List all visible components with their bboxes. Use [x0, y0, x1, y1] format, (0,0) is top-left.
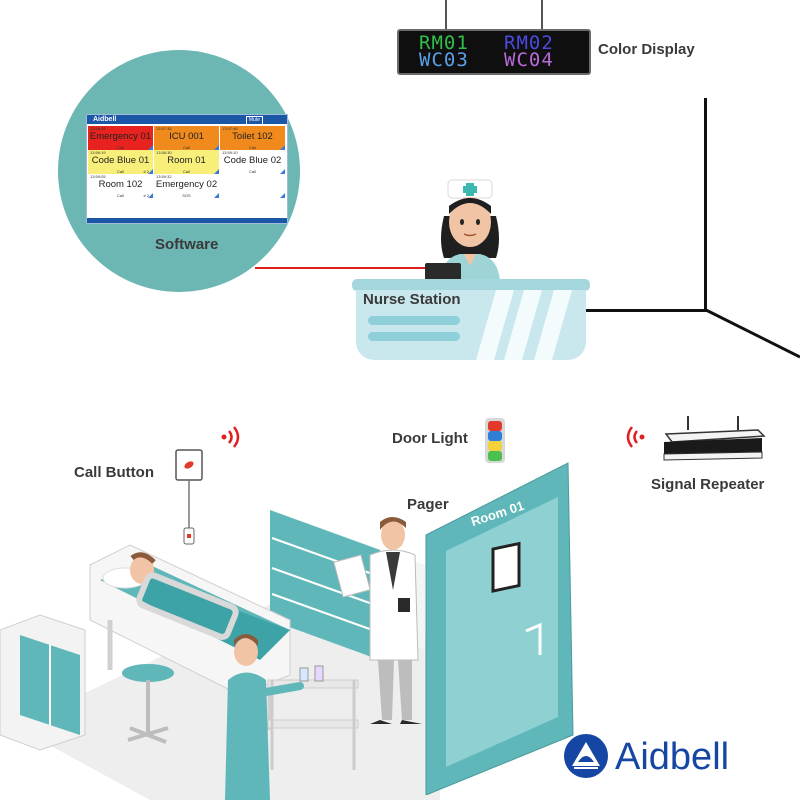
- desk-bar-2: [368, 332, 460, 341]
- pager-label: Pager: [407, 496, 449, 513]
- cell-time: 13:57:35: [156, 126, 172, 131]
- wall-vertical-line: [704, 98, 707, 312]
- cell-title: Emergency 01: [89, 131, 152, 142]
- cell-title: ICU 001: [169, 131, 204, 142]
- patient-room-illustration: [0, 510, 440, 800]
- cell-time: 13:57:46: [222, 126, 238, 131]
- led-wc03: WC03: [419, 49, 469, 71]
- cell-title: Code Blue 02: [223, 155, 282, 166]
- software-footer: [87, 218, 287, 223]
- color-display-label: Color Display: [598, 41, 695, 58]
- cell-time: 13:58:19: [90, 150, 106, 155]
- desk-bar-1: [368, 316, 460, 325]
- door-light-label: Door Light: [392, 430, 468, 447]
- nurse-station-label: Nurse Station: [363, 291, 461, 308]
- nurse-station-top: [352, 279, 590, 291]
- room-door[interactable]: [418, 455, 578, 795]
- wall-horizontal-line: [585, 309, 707, 312]
- cell-corner-icon: [148, 169, 153, 174]
- repeater-wifi-icon: [626, 426, 645, 448]
- cell-time: 13:58:08: [90, 126, 106, 131]
- cell-corner-icon: [214, 145, 219, 150]
- nurse-station-desk: [356, 290, 586, 360]
- cell-time: 13:59:32: [156, 174, 172, 179]
- signal-repeater-device: [663, 416, 766, 461]
- aidbell-logo-icon: [564, 734, 608, 778]
- cell-title: Toilet 102: [232, 131, 273, 142]
- cell-corner-icon: [214, 193, 219, 198]
- software-brand: Aidbell: [93, 116, 117, 123]
- call-button-device[interactable]: [172, 448, 206, 552]
- cell-corner-icon: [214, 169, 219, 174]
- cell-call-type: Call: [183, 145, 190, 150]
- led-color-display: RM01 RM02 WC03 WC04: [397, 29, 591, 75]
- software-cable: [255, 267, 430, 269]
- signal-repeater-label: Signal Repeater: [651, 476, 765, 493]
- cell-call-type: SOS: [182, 193, 191, 198]
- cell-title: Emergency 02: [155, 179, 218, 190]
- cell-time: 13:58:30: [156, 150, 172, 155]
- door-light-red: [488, 421, 502, 431]
- software-call-cell[interactable]: [220, 174, 285, 198]
- door-light-blue: [488, 431, 502, 441]
- aidbell-logo-text: Aidbell: [615, 736, 730, 778]
- cell-call-type: Call: [249, 169, 256, 174]
- call-button-label: Call Button: [74, 464, 154, 481]
- led-wc04: WC04: [504, 49, 554, 71]
- led-rm02: RM02: [504, 32, 554, 54]
- display-hanger-right: [541, 0, 543, 30]
- door-light-green: [488, 451, 502, 461]
- doctor-figure: [333, 517, 422, 724]
- cell-call-type: Call: [117, 145, 124, 150]
- software-header: Aidbell Mute: [87, 115, 287, 125]
- desk-stripes: [476, 290, 572, 360]
- cell-call-type: Call: [183, 169, 190, 174]
- led-rm01: RM01: [419, 32, 469, 54]
- cell-title: Room 01: [167, 155, 206, 166]
- cell-number: # 2: [143, 193, 149, 198]
- cell-number: # 2: [143, 169, 149, 174]
- cell-corner-icon: [280, 193, 285, 198]
- cell-corner-icon: [148, 193, 153, 198]
- cell-corner-icon: [280, 145, 285, 150]
- cell-corner-icon: [148, 145, 153, 150]
- call-button-wifi-icon: [221, 426, 240, 448]
- software-label: Software: [155, 236, 219, 253]
- cell-title: Room 102: [98, 179, 143, 190]
- cell-call-type: Call: [249, 145, 256, 150]
- cell-time: 13:59:10: [222, 150, 238, 155]
- cell-title: Code Blue 01: [91, 155, 150, 166]
- cell-time: 13:59:05: [90, 174, 106, 179]
- station-monitor: [425, 263, 461, 281]
- wall-diagonal-line: [703, 307, 800, 359]
- pager-icon: [398, 598, 410, 612]
- cell-corner-icon: [280, 169, 285, 174]
- display-hanger-left: [445, 0, 447, 30]
- software-mute-button[interactable]: Mute: [245, 116, 263, 125]
- cell-call-type: Call: [117, 193, 124, 198]
- door-light-yellow: [488, 441, 502, 451]
- cell-call-type: Call: [117, 169, 124, 174]
